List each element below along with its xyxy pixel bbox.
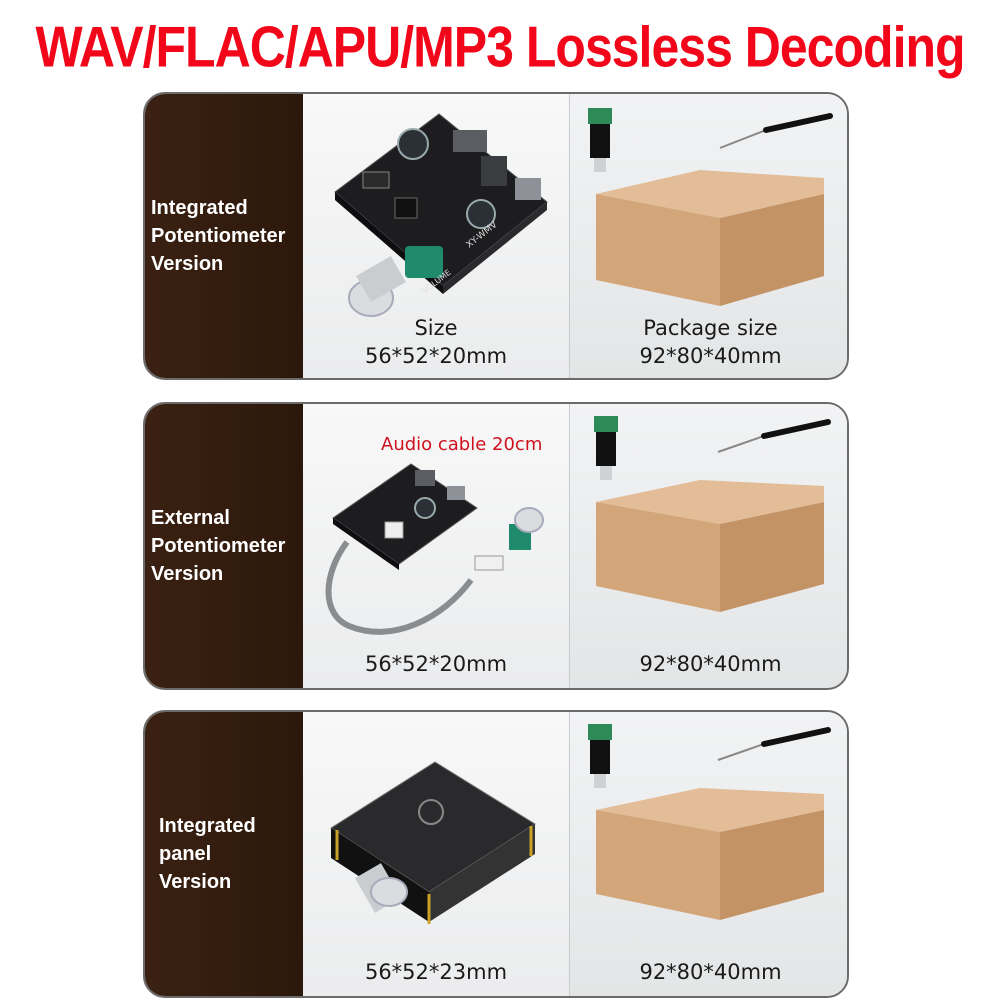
decoder-board-image: XY-WMV VOLUME — [334, 113, 548, 317]
version-label-line: Integrated — [151, 197, 248, 219]
version-label-line: Version — [151, 563, 224, 585]
dc-jack-adapter-icon — [588, 108, 612, 172]
screwdriver-icon — [717, 727, 831, 761]
cardboard-box-icon — [596, 480, 824, 612]
package-size-heading: Package size — [643, 316, 778, 340]
version-label-panel: External Potentiometer Version — [145, 404, 303, 688]
size-heading: Size — [414, 316, 458, 340]
board-size: 56*52*23mm — [364, 960, 508, 984]
version-label-line: Version — [159, 871, 232, 893]
version-label-line: Version — [151, 253, 224, 275]
external-potentiometer-board-image — [325, 463, 544, 635]
version-label: Integrated Potentiometer Version — [151, 194, 285, 278]
screwdriver-icon — [719, 113, 833, 149]
screwdriver-icon — [717, 419, 831, 453]
cardboard-box-icon — [596, 788, 824, 920]
package-photo-area: 92*80*40mm — [570, 404, 847, 688]
board-size-caption: Size 56*52*20mm — [303, 314, 569, 370]
cardboard-box-icon — [596, 170, 824, 306]
version-label: External Potentiometer Version — [151, 504, 285, 588]
board-size: 56*52*20mm — [364, 344, 508, 368]
board-photo-area: 56*52*23mm — [303, 712, 570, 996]
package-contents-image — [594, 416, 831, 612]
dc-jack-adapter-icon — [588, 724, 612, 788]
package-size: 92*80*40mm — [639, 960, 782, 984]
product-card-integrated-panel: Integrated panel Version 56*52*23mm — [143, 710, 849, 998]
board-size: 56*52*20mm — [364, 652, 508, 676]
package-contents-image — [588, 724, 831, 920]
version-label-panel: Integrated panel Version — [145, 712, 303, 996]
version-label-line: Integrated — [159, 815, 256, 837]
version-label-line: panel — [159, 843, 212, 865]
package-photo-area: 92*80*40mm — [570, 712, 847, 996]
package-size-caption: Package size 92*80*40mm — [570, 314, 847, 370]
board-photo-area: XY-WMV VOLUME Size 56*52*20mm — [303, 94, 570, 378]
version-label: Integrated panel Version — [159, 812, 256, 896]
audio-cable-note: Audio cable 20cm — [381, 434, 543, 455]
dc-jack-adapter-icon — [594, 416, 618, 480]
panel-board-image — [330, 761, 536, 924]
version-label-line: Potentiometer — [151, 535, 286, 557]
version-label-line: External — [151, 507, 230, 529]
product-card-external-potentiometer: External Potentiometer Version Audio cab… — [143, 402, 849, 690]
version-label-panel: Integrated Potentiometer Version — [145, 94, 303, 378]
version-label-line: Potentiometer — [151, 225, 286, 247]
board-photo-area: Audio cable 20cm 56*52*20mm — [303, 404, 570, 688]
package-photo-area: Package size 92*80*40mm — [570, 94, 847, 378]
package-size: 92*80*40mm — [639, 652, 782, 676]
page-title: WAV/FLAC/APU/MP3 Lossless Decoding — [35, 14, 965, 80]
package-contents-image — [588, 108, 833, 306]
product-card-integrated-potentiometer: Integrated Potentiometer Version XY-WMV … — [143, 92, 849, 380]
package-size: 92*80*40mm — [639, 344, 782, 368]
